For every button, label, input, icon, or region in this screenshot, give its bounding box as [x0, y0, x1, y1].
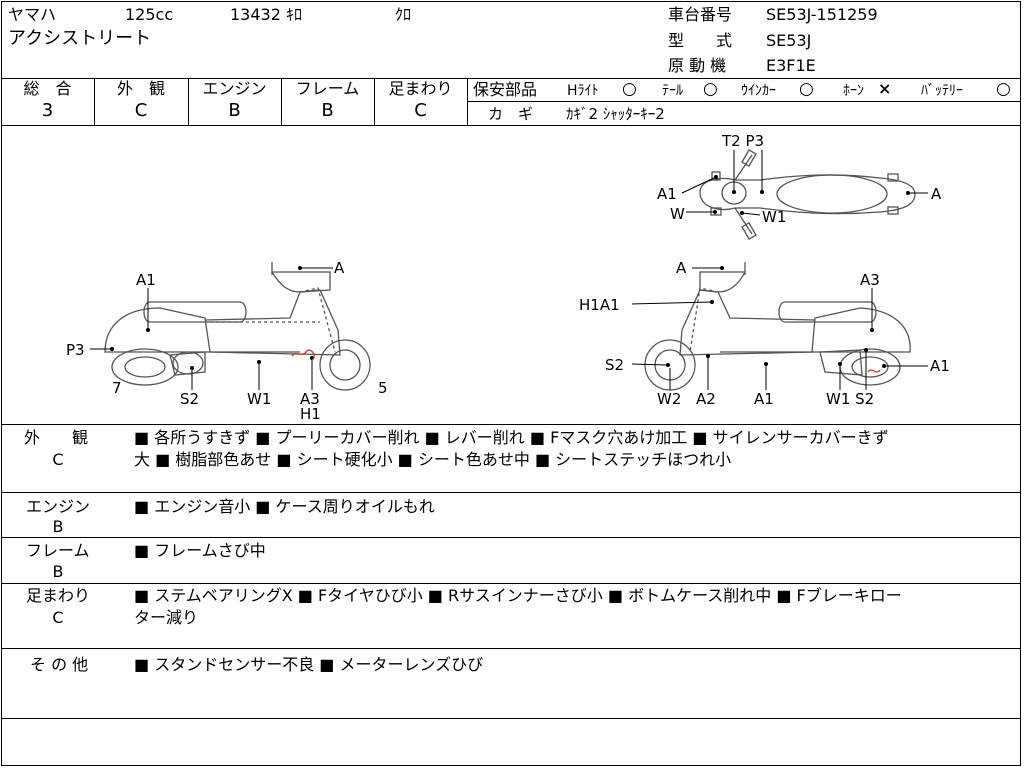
- maker: ヤマハ: [8, 5, 57, 24]
- key-value: ｶｷﾞ2 ｼｬｯﾀｰｷｰ2: [566, 105, 665, 123]
- remark-exterior-line1: ■ 各所うすきず ■ プーリーカバー削れ ■ レバー削れ ■ Fマスク穴あけ加工…: [134, 428, 889, 447]
- suspension-grade: C: [414, 100, 427, 121]
- color: ｸﾛ: [395, 5, 412, 24]
- remark-exterior-label: 外 観: [24, 428, 89, 447]
- engine-label: エンジン: [202, 79, 267, 98]
- frame-no: SE53J-151259: [766, 5, 878, 24]
- top-a: A: [931, 185, 942, 203]
- left-w1: W1: [247, 390, 272, 408]
- scooter-right-view: [644, 262, 911, 391]
- overall-label: 総 合: [23, 79, 72, 98]
- remark-suspension-label: 足まわり: [26, 586, 91, 605]
- right-a1: A1: [754, 390, 774, 408]
- battery-mark: ○: [996, 79, 1011, 99]
- frame-no-label: 車台番号: [668, 5, 733, 24]
- winker-mark: ○: [799, 79, 814, 99]
- key-label: カ ギ: [488, 105, 534, 123]
- remark-frame-line1: ■ フレームさび中: [134, 541, 266, 560]
- model-name: アクシストリート: [8, 28, 152, 49]
- mileage: 13432 ｷﾛ: [230, 5, 302, 24]
- top-w: W: [670, 205, 685, 223]
- top-a1: A1: [657, 185, 677, 203]
- left-h1: H1: [300, 405, 321, 423]
- right-s2: S2: [605, 356, 625, 374]
- horn-mark: ×: [878, 79, 892, 98]
- remark-engine-grade: B: [52, 517, 64, 536]
- remark-frame-label: フレーム: [26, 541, 90, 560]
- type-value: SE53J: [766, 31, 812, 50]
- engine-grade: B: [228, 100, 241, 121]
- overall-grade: 3: [41, 100, 54, 121]
- remark-frame-grade: B: [52, 562, 64, 581]
- safety-label: 保安部品: [473, 80, 538, 99]
- right-w1s2: W1 S2: [826, 390, 875, 408]
- right-a: A: [676, 259, 687, 277]
- scooter-top-view: [699, 149, 916, 240]
- remark-suspension-grade: C: [52, 608, 64, 627]
- headlight-mark: ○: [622, 79, 637, 99]
- frame-grade: B: [321, 100, 334, 121]
- right-w2: W2: [657, 390, 682, 408]
- right-a1-rear: A1: [930, 357, 950, 375]
- left-a1: A1: [136, 271, 156, 289]
- battery-label: ﾊﾞｯﾃﾘｰ: [921, 83, 963, 99]
- remark-other-line1: ■ スタンドセンサー不良 ■ メーターレンズひび: [134, 655, 484, 674]
- exterior-label: 外 観: [116, 79, 165, 98]
- top-t2p3: T2 P3: [722, 132, 765, 150]
- engine-code-label: 原 動 機: [668, 56, 727, 75]
- headlight-label: Hﾗｲﾄ: [567, 83, 599, 99]
- horn-label: ﾎｰﾝ: [843, 83, 864, 99]
- winker-label: ｳｲﾝｶｰ: [741, 83, 776, 99]
- remark-exterior-line2: 大 ■ 樹脂部色あせ ■ シート硬化小 ■ シート色あせ中 ■ シートステッチほ…: [134, 450, 732, 469]
- right-a3: A3: [860, 271, 880, 289]
- left-p3: P3: [66, 341, 85, 359]
- top-w1: W1: [762, 208, 787, 226]
- remark-exterior-grade: C: [52, 450, 64, 469]
- suspension-label: 足まわり: [388, 79, 453, 98]
- left-5: 5: [378, 379, 388, 397]
- displacement: 125cc: [125, 5, 174, 24]
- tail-label: ﾃｰﾙ: [662, 83, 683, 99]
- exterior-grade: C: [134, 100, 148, 121]
- left-a3: A3: [300, 390, 320, 408]
- left-7: 7: [112, 379, 122, 397]
- frame-label: フレーム: [295, 79, 360, 98]
- tail-mark: ○: [703, 79, 718, 99]
- remark-engine-line1: ■ エンジン音小 ■ ケース周りオイルもれ: [134, 497, 435, 516]
- engine-code: E3F1E: [766, 56, 816, 75]
- remark-suspension-line1: ■ ステムベアリングX ■ Fタイヤひび小 ■ Rサスインナーさび小 ■ ボトム…: [134, 586, 902, 605]
- remark-other-label: そ の 他: [30, 655, 89, 674]
- remark-suspension-line2: ター減り: [134, 608, 199, 627]
- right-h1a1: H1A1: [579, 296, 620, 314]
- left-s2: S2: [180, 390, 200, 408]
- right-a2: A2: [696, 390, 716, 408]
- type-label: 型 式: [668, 31, 733, 50]
- left-a: A: [334, 259, 345, 277]
- scooter-left-view: [104, 262, 371, 391]
- remark-engine-label: エンジン: [26, 497, 91, 516]
